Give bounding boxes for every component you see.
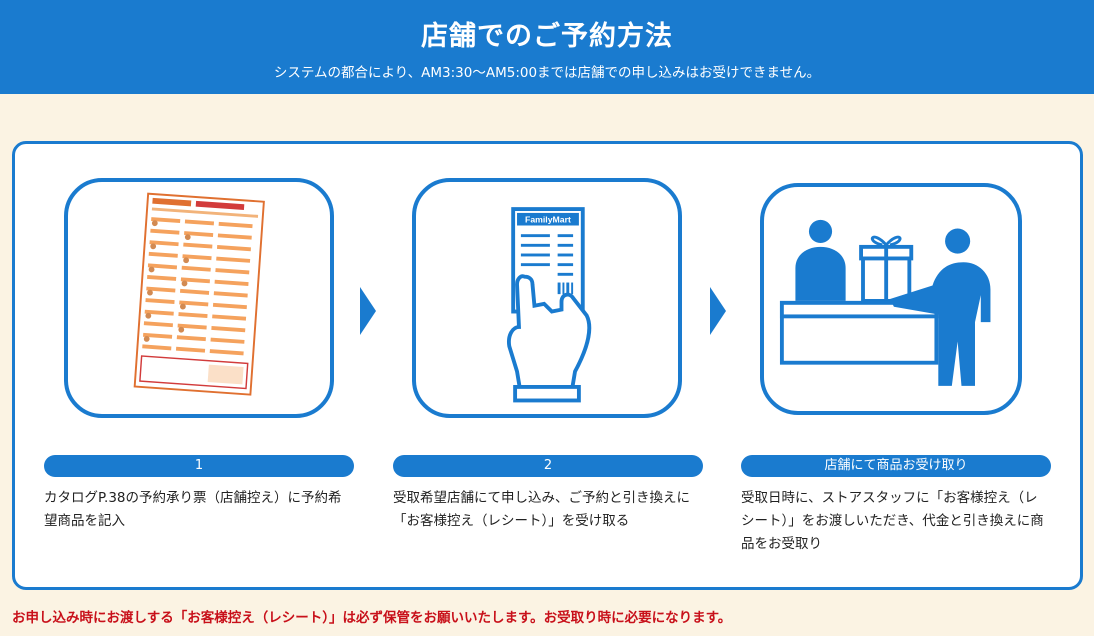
step-1-image [64,178,334,418]
step-1-description: カタログP.38の予約承り票（店舗控え）に予約希望商品を記入 [44,490,342,529]
step-3-badge: 店舗にて商品お受け取り [741,455,1051,477]
step-arrow-2 [710,287,726,335]
step-arrow-1 [360,287,376,335]
receipt-hand-icon: FamilyMart [506,207,592,403]
steps-panel: FamilyMart [12,141,1083,590]
page-title: 店舗でのご予約方法 [421,21,673,52]
step-3-image [760,183,1022,415]
step-2-badge: 2 [393,455,703,477]
receipt-brand: FamilyMart [525,215,571,225]
page-subtitle: システムの都合により、AM3:30〜AM5:00までは店舗での申し込みはお受けで… [273,65,821,81]
step-2-image: FamilyMart [412,178,682,418]
step-3-description: 受取日時に、ストアスタッフに「お客様控え（レシート）」をお渡しいただき、代金と引… [741,490,1044,552]
header-banner: 店舗でのご予約方法 システムの都合により、AM3:30〜AM5:00までは店舗で… [0,0,1094,94]
step-2-description: 受取希望店舗にて申し込み、ご予約と引き換えに「お客様控え（レシート）」を受け取る [393,490,690,529]
store-counter-icon [779,219,991,386]
step-1-badge: 1 [44,455,354,477]
receipt-retention-note: お申し込み時にお渡しする「お客様控え（レシート）」は必ず保管をお願いいたします。… [12,610,732,626]
order-form-icon [133,192,265,396]
